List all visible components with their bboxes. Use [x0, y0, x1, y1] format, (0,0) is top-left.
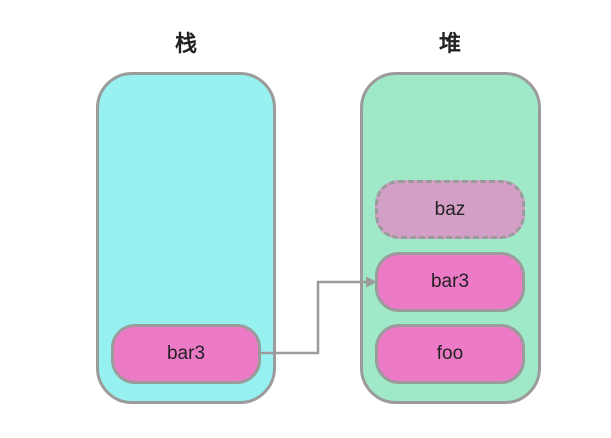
heap-title: 堆 [438, 32, 461, 57]
heap-item-bar3: bar3 [375, 252, 525, 312]
heap-item-label: foo [436, 343, 464, 364]
heap-item-baz: baz [375, 180, 525, 239]
reference-arrow-line [261, 280, 368, 355]
heap-item-label: baz [434, 198, 466, 220]
stack-item-label: bar3 [166, 343, 206, 364]
stack-title: 栈 [174, 32, 197, 57]
heap-item-foo: foo [375, 324, 525, 384]
heap-item-label: bar3 [430, 271, 470, 292]
stack-item-bar3: bar3 [111, 324, 261, 384]
